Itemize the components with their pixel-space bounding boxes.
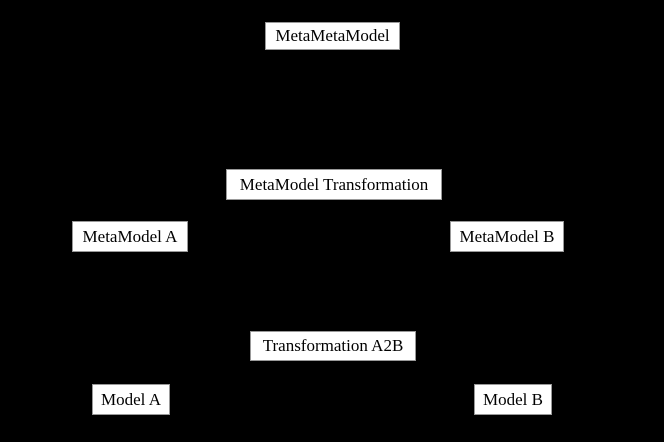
node-metametamodel-label: MetaMetaModel bbox=[275, 26, 390, 45]
node-metamodel-transformation-label: MetaModel Transformation bbox=[239, 174, 429, 194]
node-transformation-a2b-label: Transformation A2B bbox=[262, 336, 404, 355]
node-model-a: Model A bbox=[92, 384, 170, 415]
node-metametamodel: MetaMetaModel bbox=[265, 22, 400, 50]
node-metamodel-a: MetaModel A bbox=[72, 221, 188, 252]
node-model-b: Model B bbox=[474, 384, 552, 415]
node-metamodel-b-label: MetaModel B bbox=[459, 226, 555, 246]
node-metamodel-transformation: MetaModel Transformation bbox=[226, 169, 442, 200]
node-model-b-label: Model B bbox=[483, 389, 543, 409]
node-metamodel-b: MetaModel B bbox=[450, 221, 564, 252]
node-metamodel-a-label: MetaModel A bbox=[82, 226, 178, 246]
node-model-a-label: Model A bbox=[101, 389, 161, 409]
node-transformation-a2b: Transformation A2B bbox=[250, 331, 416, 361]
